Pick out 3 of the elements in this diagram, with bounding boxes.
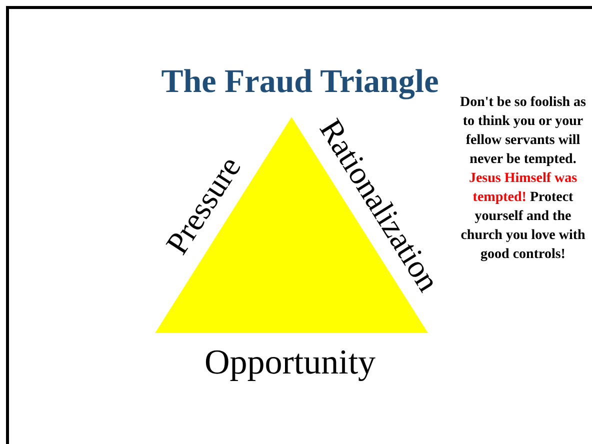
base-label: Opportunity [204, 344, 376, 380]
note-text: Don't be so foolish as to think you or your fellow servants will never be tempted. Jesus Himself was tempted! Protect yourself and the church you love with good controls! [458, 94, 588, 264]
title: The Fraud Triangle [160, 64, 440, 101]
